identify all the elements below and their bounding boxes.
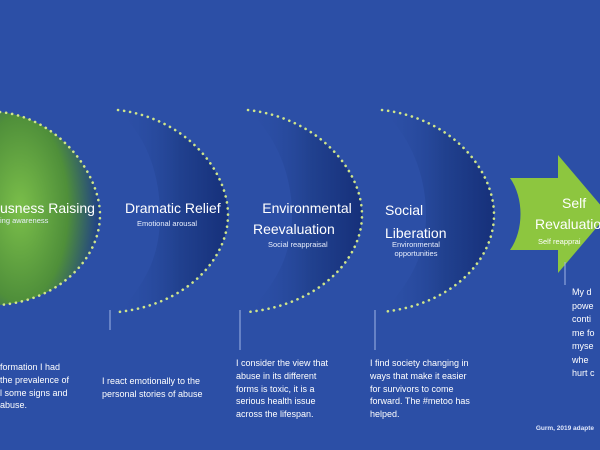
stage-3-subtitle: Social reappraisal: [268, 240, 328, 249]
stage-3-desc-line: I consider the view that: [236, 358, 329, 368]
stage-4-subtitle-line: opportunities: [394, 249, 438, 259]
stage-3-title: Environmental Reevaluation: [253, 200, 361, 238]
stage-1-shape: [0, 112, 100, 305]
stage-5-desc-line: My d: [572, 287, 592, 297]
stage-5-desc-line: hurt c: [572, 368, 595, 378]
stage-2-dotted-arc: [116, 108, 230, 314]
stage-5-description: My d powe conti me fo myse whe hurt c: [572, 286, 600, 381]
stage-4-title-line: Social: [385, 202, 424, 218]
stage-3-desc-line: serious health issue: [236, 396, 316, 407]
stage-1-desc-line: the prevalence of: [0, 374, 70, 385]
stage-5-desc-line: conti: [572, 314, 592, 324]
stage-1-desc-line: l some signs and: [0, 387, 68, 398]
stage-1-desc-line: formation I had: [0, 362, 61, 372]
stage-3-dotted-arc: [246, 108, 364, 314]
stage-4-desc-line: ways that make it easier: [370, 370, 467, 381]
stage-4-desc-line: I find society changing in: [370, 358, 469, 368]
stage-1-subtitle: ing awareness: [0, 216, 49, 225]
stage-4-description: I find society changing in ways that mak…: [370, 357, 500, 421]
stage-4-dotted-arc: [380, 108, 496, 314]
stage-3-shape: [248, 110, 362, 312]
stage-4-shape: [382, 110, 494, 312]
stage-2-subtitle: Emotional arousal: [137, 219, 198, 228]
stage-2-shape: [118, 110, 228, 312]
stage-1-description: formation I had the prevalence of l some…: [0, 361, 96, 412]
stage-2-title: Dramatic Relief: [125, 200, 221, 216]
stage-5-desc-line: myse: [572, 341, 594, 351]
stage-5-desc-line: whe: [572, 354, 589, 365]
stage-5-arrow: [510, 155, 600, 273]
stage-4-title: Social Liberation: [385, 202, 447, 242]
stage-5-title-line: Revaluatio: [535, 215, 600, 232]
stage-1-title: usness Raising: [0, 200, 95, 216]
stage-4-subtitle-line: Environmental: [392, 240, 440, 249]
stage-5-title: Self Revaluatio: [535, 195, 600, 233]
stage-5-desc-line: powe: [572, 300, 594, 311]
stage-4-desc-line: forward. The #metoo has: [370, 396, 470, 407]
stage-4-subtitle: Environmental opportunities: [392, 240, 440, 259]
stage-3-description: I consider the view that abuse in its di…: [236, 357, 364, 421]
stage-5-desc-line: me fo: [572, 327, 595, 338]
stage-3-title-line: Environmental: [262, 200, 352, 216]
stage-4-desc-line: helped.: [370, 409, 400, 420]
stage-2-desc-line: personal stories of abuse: [102, 388, 203, 399]
stage-3-title-line: Reevaluation: [253, 220, 335, 237]
stage-2-desc-line: I react emotionally to the: [102, 376, 201, 386]
stage-1-dotted-arc: [0, 110, 102, 307]
stage-4-title-line: Liberation: [385, 224, 447, 241]
stage-5-title-line: Self: [562, 195, 587, 211]
stage-1-desc-line: abuse.: [0, 400, 28, 411]
stage-5-subtitle: Self reapprai: [538, 237, 581, 246]
stage-4-desc-line: for survivors to come: [370, 383, 454, 394]
source-credit: Gurm, 2019 adapte: [535, 425, 594, 432]
stage-3-desc-line: forms is toxic, it is a: [236, 383, 315, 394]
stage-2-description: I react emotionally to the personal stor…: [102, 375, 232, 401]
stage-3-desc-line: across the lifespan.: [236, 409, 314, 420]
stage-3-desc-line: abuse in its different: [236, 370, 317, 381]
